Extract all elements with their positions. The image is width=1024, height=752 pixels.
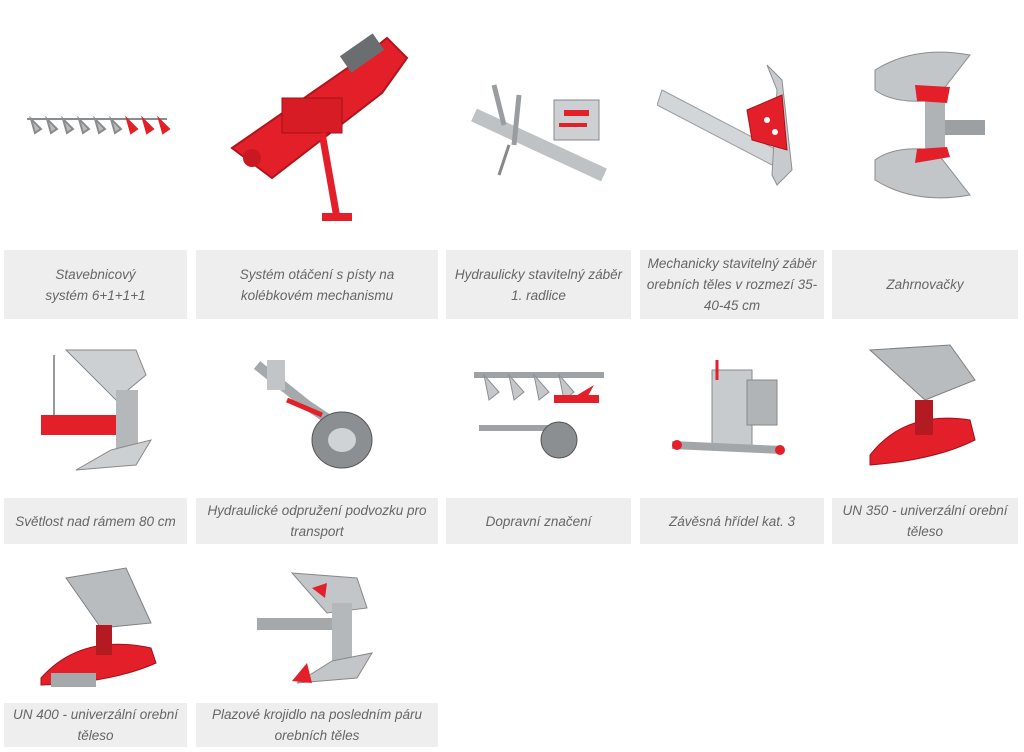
feature-caption: Světlost nad rámem 80 cm [4,498,187,544]
hydraulic-chassis-suspension-image [196,330,438,490]
un350-plough-body-image [832,330,1018,490]
hydraulic-first-furrow-image [446,10,631,240]
skimmers-image [832,10,1018,240]
caption-text: Zahrnovačky [886,277,964,292]
feature-caption: Zahrnovačky [832,250,1018,319]
turnover-cradle-mechanism-image [196,10,438,240]
skid-coulter-image [196,558,438,698]
hitch-shaft-cat3-image [640,330,824,490]
frame-clearance-image [4,330,187,490]
modular-plough-system-image [4,10,187,240]
mechanical-working-width-image [640,10,824,240]
transport-marking-image [446,330,631,490]
feature-caption: Závěsná hřídel kat. 3 [640,498,824,544]
caption-text: Závěsná hřídel kat. 3 [668,513,796,529]
caption-text: Světlost nad rámem 80 cm [15,513,176,529]
feature-caption: Dopravní značení [446,498,631,544]
un400-plough-body-image [4,558,187,698]
caption-text: Dopravní značení [485,513,592,529]
